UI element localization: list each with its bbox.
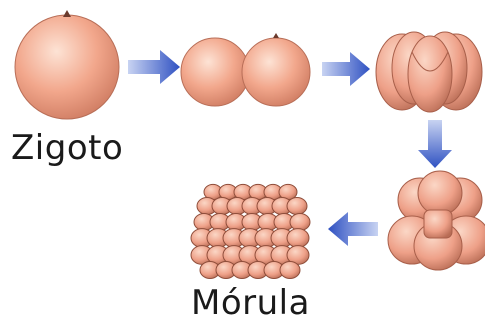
- arrow-right-2: [322, 52, 370, 86]
- eight-cell-stage: [388, 171, 485, 270]
- four-cell-stage: [376, 32, 482, 112]
- zygote-cell: [15, 10, 119, 119]
- arrow-right-1: [128, 50, 180, 84]
- label-zigoto: Zigoto: [11, 128, 123, 168]
- label-morula: Mórula: [191, 283, 310, 323]
- morula-blastomere: [280, 262, 300, 279]
- morula-blastomere: [287, 198, 307, 215]
- two-cell-stage: [181, 33, 310, 106]
- arrow-left: [328, 212, 378, 246]
- morula-blastomere: [287, 229, 309, 248]
- morula-cluster: [191, 184, 310, 278]
- morula-blastomere: [290, 214, 310, 231]
- arrow-down: [418, 120, 452, 168]
